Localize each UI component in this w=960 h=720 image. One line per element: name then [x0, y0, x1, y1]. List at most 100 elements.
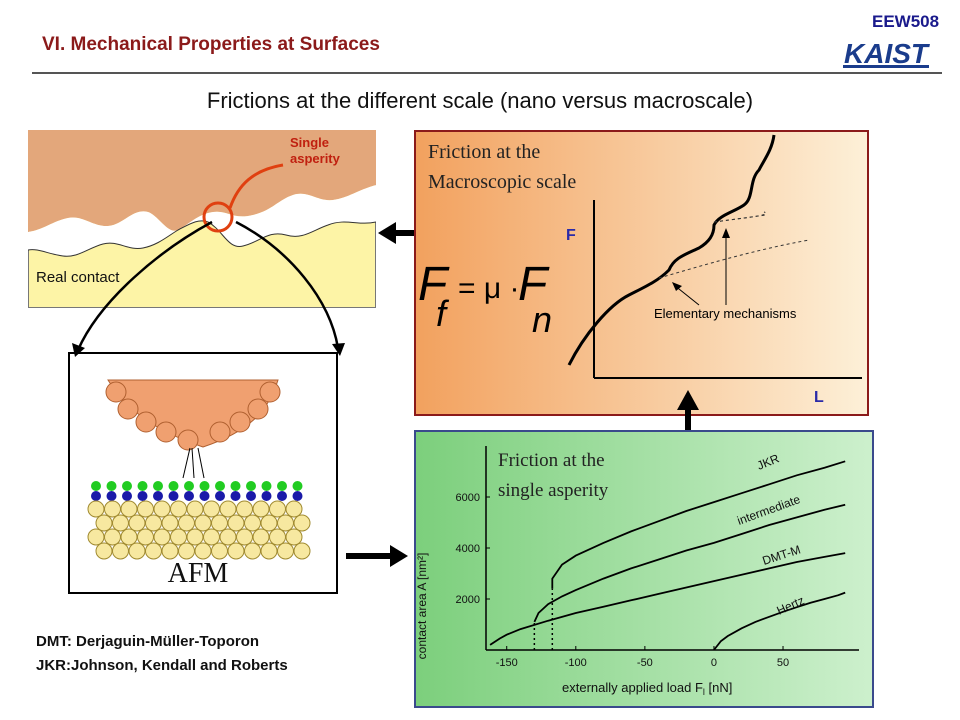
substrate-atom — [285, 528, 303, 546]
single-asperity-panel: Friction at the single asperity -150-100… — [414, 430, 874, 708]
formula-rhs-sub: n — [532, 299, 552, 340]
adsorbate-row-green — [91, 481, 303, 491]
elementary-mechanism-dotted-1 — [658, 239, 810, 279]
adsorbate-atom-blue — [277, 491, 287, 501]
substrate-atom — [293, 542, 311, 560]
macro-friction-curve — [567, 134, 776, 366]
substrate-atom — [178, 542, 195, 560]
substrate-atom — [137, 500, 154, 518]
main-title: Frictions at the different scale (nano v… — [206, 88, 754, 113]
substrate-atom — [95, 542, 113, 560]
friction-formula: F f = μ · F n — [418, 258, 552, 340]
series-line-jkr — [551, 460, 846, 589]
substrate-atom — [293, 514, 311, 532]
substrate-atom — [170, 528, 187, 546]
substrate-atom — [211, 542, 228, 560]
adsorbate-atom-green — [199, 481, 210, 491]
substrate-atom — [137, 528, 154, 546]
tip-contact-lines — [182, 447, 205, 479]
adsorbate-atom-green — [91, 481, 101, 491]
substrate-atom — [161, 514, 179, 532]
abbrev-jkr: JKR:Johnson, Kendall and Roberts — [36, 657, 288, 674]
afm-tip-atoms — [105, 381, 281, 451]
substrate-atom — [104, 528, 121, 546]
x-tick-label: -50 — [637, 657, 653, 669]
substrate-atom — [269, 500, 286, 518]
substrate-atom — [186, 500, 204, 518]
formula-equals-mu: = μ · — [458, 272, 519, 305]
adsorbate-atom-blue — [168, 491, 179, 501]
substrate-atom — [227, 542, 245, 560]
substrate-atom — [219, 500, 237, 518]
adsorbate-atom-blue — [137, 491, 148, 501]
substrate-lattice — [87, 500, 311, 560]
x-tick-label: -150 — [496, 657, 518, 669]
asperity-y-axis-label: contact area A [nm²] — [415, 553, 429, 660]
substrate-atom — [252, 500, 270, 518]
adsorbate-atom-green — [184, 481, 194, 491]
adsorbate-atom-blue — [199, 491, 210, 501]
adsorbate-atom-blue — [91, 491, 101, 501]
asperity-title-line2: single asperity — [498, 480, 609, 501]
substrate-atom — [203, 500, 220, 518]
macro-y-axis-label: F — [566, 227, 576, 244]
asperity-chart-series — [489, 460, 846, 651]
substrate-atom — [178, 514, 195, 532]
substrate-atom — [260, 514, 278, 532]
callout-label-line2: asperity — [290, 151, 341, 166]
adsorbate-atom-green — [153, 481, 163, 491]
x-tick-label: 50 — [777, 657, 789, 669]
substrate-atom — [153, 500, 171, 518]
adsorbate-atom-green — [230, 481, 241, 491]
substrate-atom — [170, 500, 187, 518]
substrate-atom — [252, 528, 270, 546]
substrate-atom — [112, 514, 129, 532]
surface-contact-panel: Single asperity Real contact — [28, 130, 376, 308]
adsorbate-atom-green — [122, 481, 132, 491]
abbreviations: DMT: Derjaguin-Müller-Toporon JKR:Johnso… — [36, 630, 288, 678]
substrate-atom — [145, 542, 162, 560]
x-tick-label: -100 — [565, 657, 587, 669]
substrate-atom — [219, 528, 237, 546]
arrow-afm-to-asperity — [390, 545, 408, 567]
adsorbate-atom-green — [292, 481, 303, 491]
substrate-atom — [285, 500, 303, 518]
arrow-macro-to-surface — [378, 222, 396, 244]
substrate-atom — [260, 542, 278, 560]
callout-label-line1: Single — [290, 135, 329, 150]
substrate-atom — [211, 514, 228, 532]
substrate-atom — [87, 528, 105, 546]
adsorbate-atom-green — [277, 481, 287, 491]
macro-x-axis-label: L — [814, 389, 824, 406]
substrate-atom — [153, 528, 171, 546]
course-code: EEW508 — [872, 12, 940, 31]
substrate-atom — [112, 542, 129, 560]
kaist-logo: KAIST — [840, 36, 932, 68]
callout-line — [228, 163, 284, 209]
asperity-x-axis-label: externally applied load Fl [nN] — [562, 680, 732, 697]
adsorbate-atom-blue — [230, 491, 241, 501]
substrate-atom — [128, 542, 146, 560]
adsorbate-atom-green — [137, 481, 148, 491]
adsorbate-atom-blue — [292, 491, 303, 501]
elementary-mechanisms-label: Elementary mechanisms — [654, 306, 797, 321]
adsorbate-atom-blue — [261, 491, 272, 501]
substrate-atom — [145, 514, 162, 532]
macro-title-line1: Friction at the — [428, 141, 540, 163]
asperity-highlight-circle — [202, 201, 234, 233]
substrate-atom — [104, 500, 121, 518]
substrate-atom — [269, 528, 286, 546]
upper-rough-surface — [28, 130, 376, 232]
substrate-atom — [194, 514, 212, 532]
adsorbate-atom-green — [261, 481, 272, 491]
substrate-atom — [236, 528, 253, 546]
x-tick-label: 0 — [711, 657, 717, 669]
formula-rhs: F — [518, 258, 550, 311]
substrate-atom — [95, 514, 113, 532]
substrate-atom — [227, 514, 245, 532]
adsorbate-atom-blue — [106, 491, 117, 501]
substrate-atom — [244, 542, 261, 560]
macroscopic-friction-panel: Friction at the Macroscopic scale F L El… — [414, 130, 869, 416]
abbrev-dmt: DMT: Derjaguin-Müller-Toporon — [36, 633, 260, 650]
